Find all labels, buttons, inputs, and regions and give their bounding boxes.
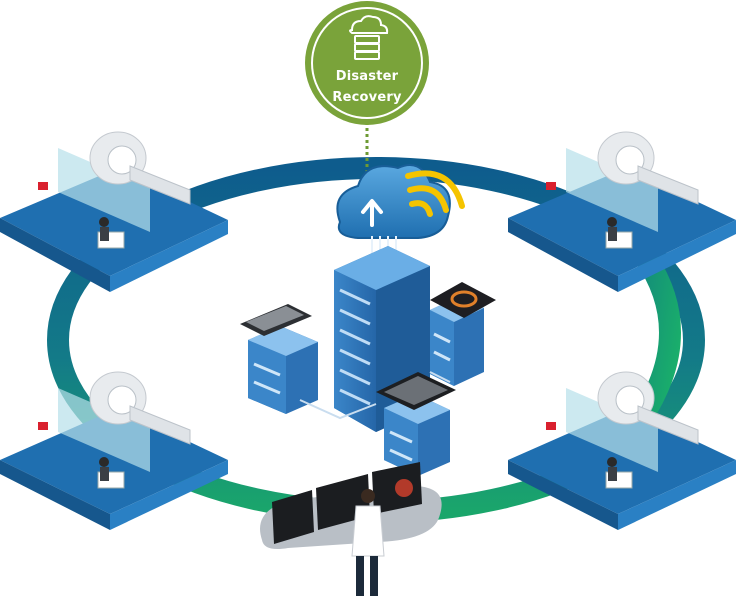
server-left xyxy=(240,304,318,414)
disaster-recovery-label: Disaster Recovery xyxy=(306,66,428,108)
room-top-right xyxy=(508,131,736,292)
doctor-icon xyxy=(351,489,385,596)
server-stack-icon xyxy=(349,15,389,60)
technician-icon xyxy=(605,457,633,489)
disaster-recovery-node xyxy=(305,1,429,180)
dr-label-line1: Disaster xyxy=(335,69,399,84)
server-bottom xyxy=(376,372,456,476)
dr-label-line2: Recovery xyxy=(332,90,402,105)
mri-scanner-icon xyxy=(89,371,191,445)
monitor-left xyxy=(272,490,314,544)
workstation xyxy=(260,462,442,596)
mri-scanner-icon xyxy=(89,131,191,205)
room-bottom-right xyxy=(508,371,736,530)
alarm-icon xyxy=(38,422,48,430)
mri-scanner-icon xyxy=(597,371,699,445)
server-links xyxy=(299,371,451,420)
server-right xyxy=(430,282,496,386)
technician-icon xyxy=(97,217,125,249)
wifi-icon xyxy=(405,170,465,217)
alarm-icon xyxy=(546,422,556,430)
room-top-left xyxy=(0,131,228,292)
room-bottom-left xyxy=(0,371,228,530)
mri-scanner-icon xyxy=(597,131,699,205)
alarm-icon xyxy=(546,182,556,190)
technician-icon xyxy=(605,217,633,249)
technician-icon xyxy=(97,457,125,489)
alarm-icon xyxy=(38,182,48,190)
